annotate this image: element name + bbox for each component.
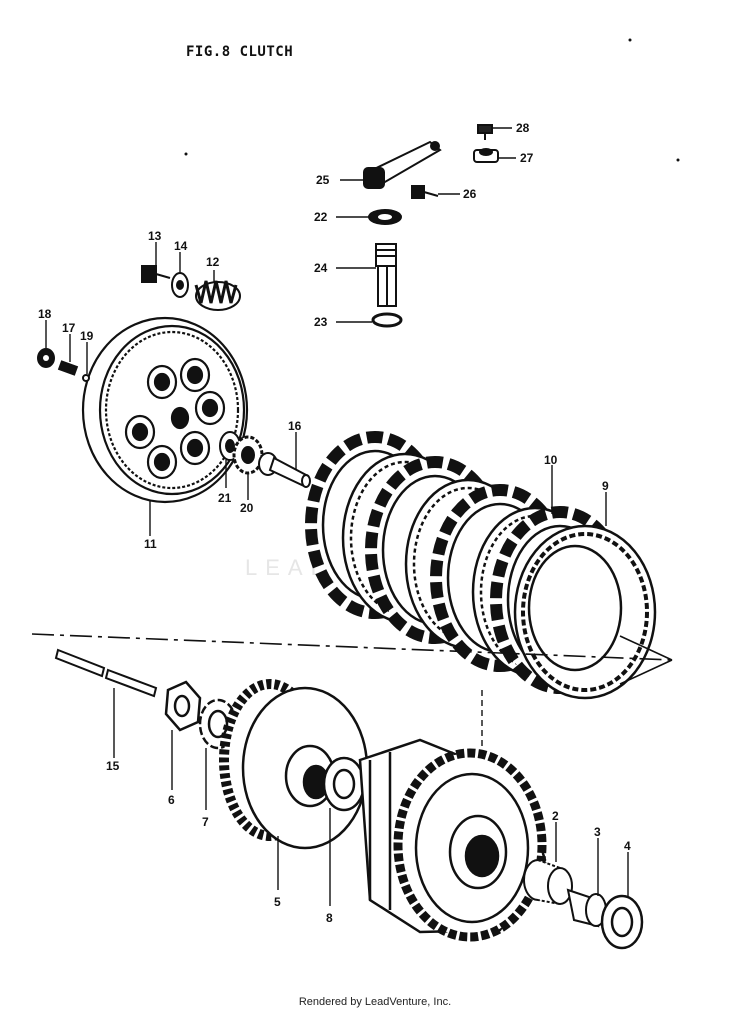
callout-24: 24 (314, 261, 328, 275)
callout-7: 7 (202, 815, 209, 829)
part-8-thrust-washer (322, 756, 366, 812)
callout-14: 14 (174, 239, 188, 253)
callout-26: 26 (463, 187, 477, 201)
part-15-push-rods (54, 648, 158, 698)
adjuster-parts (37, 348, 90, 382)
part-13-bolt (141, 265, 171, 283)
callout-21: 21 (218, 491, 232, 505)
callout-13: 13 (148, 229, 162, 243)
assembly-axis-line (31, 633, 673, 685)
part-12-spring (194, 280, 241, 311)
leader-lines-lower (45, 242, 629, 906)
callout-9: 9 (602, 479, 609, 493)
clutch-housing (358, 738, 547, 942)
callout-28: 28 (516, 121, 530, 135)
callout-11: 11 (144, 537, 157, 551)
part-19-ball (82, 374, 90, 382)
part-17-screw (57, 360, 79, 376)
callout-22: 22 (314, 210, 328, 224)
part-6-nut (164, 680, 202, 732)
part-16-push-piece (258, 452, 311, 488)
part-9-driven-plate (513, 524, 657, 700)
part-18-nut (37, 348, 55, 368)
part-27-nut (473, 148, 499, 163)
part-14-washer (171, 272, 189, 298)
part-3-spacer (566, 888, 607, 928)
part-23-o-ring (371, 312, 403, 328)
callout-labels: 2 3 4 5 6 7 8 9 10 11 12 13 14 15 16 17 … (38, 121, 631, 925)
clutch-plate-stack (305, 431, 657, 700)
part-24-release-shaft (375, 243, 397, 307)
callout-19: 19 (80, 329, 94, 343)
callout-15: 15 (106, 759, 120, 773)
callout-6: 6 (168, 793, 175, 807)
callout-10: 10 (544, 453, 558, 467)
scan-specks (184, 38, 680, 162)
part-4-thrust-washer (600, 894, 644, 950)
callout-5: 5 (274, 895, 281, 909)
callout-3: 3 (594, 825, 601, 839)
callout-27: 27 (520, 151, 534, 165)
callout-18: 18 (38, 307, 52, 321)
part-20-bearing-retainer (232, 435, 264, 475)
callout-20: 20 (240, 501, 254, 515)
clutch-spring-assembly (141, 265, 241, 311)
part-26-bolt (411, 185, 439, 199)
callout-25: 25 (316, 173, 330, 187)
part-2-needle-bearing (523, 859, 573, 906)
part-25-release-arm (363, 140, 442, 189)
part-11-pressure-plate (81, 316, 249, 504)
footer-credit: Rendered by LeadVenture, Inc. (298, 996, 452, 1008)
release-arm-assembly (363, 124, 499, 328)
callout-12: 12 (206, 255, 220, 269)
callout-17: 17 (62, 321, 76, 335)
callout-16: 16 (288, 419, 302, 433)
callout-23: 23 (314, 315, 328, 329)
callout-8: 8 (326, 911, 333, 925)
part-28-screw (477, 124, 493, 140)
figure-title: FIG.8 CLUTCH (186, 44, 294, 60)
callout-2: 2 (552, 809, 559, 823)
callout-4: 4 (624, 839, 631, 853)
leader-lines-top (336, 127, 516, 323)
